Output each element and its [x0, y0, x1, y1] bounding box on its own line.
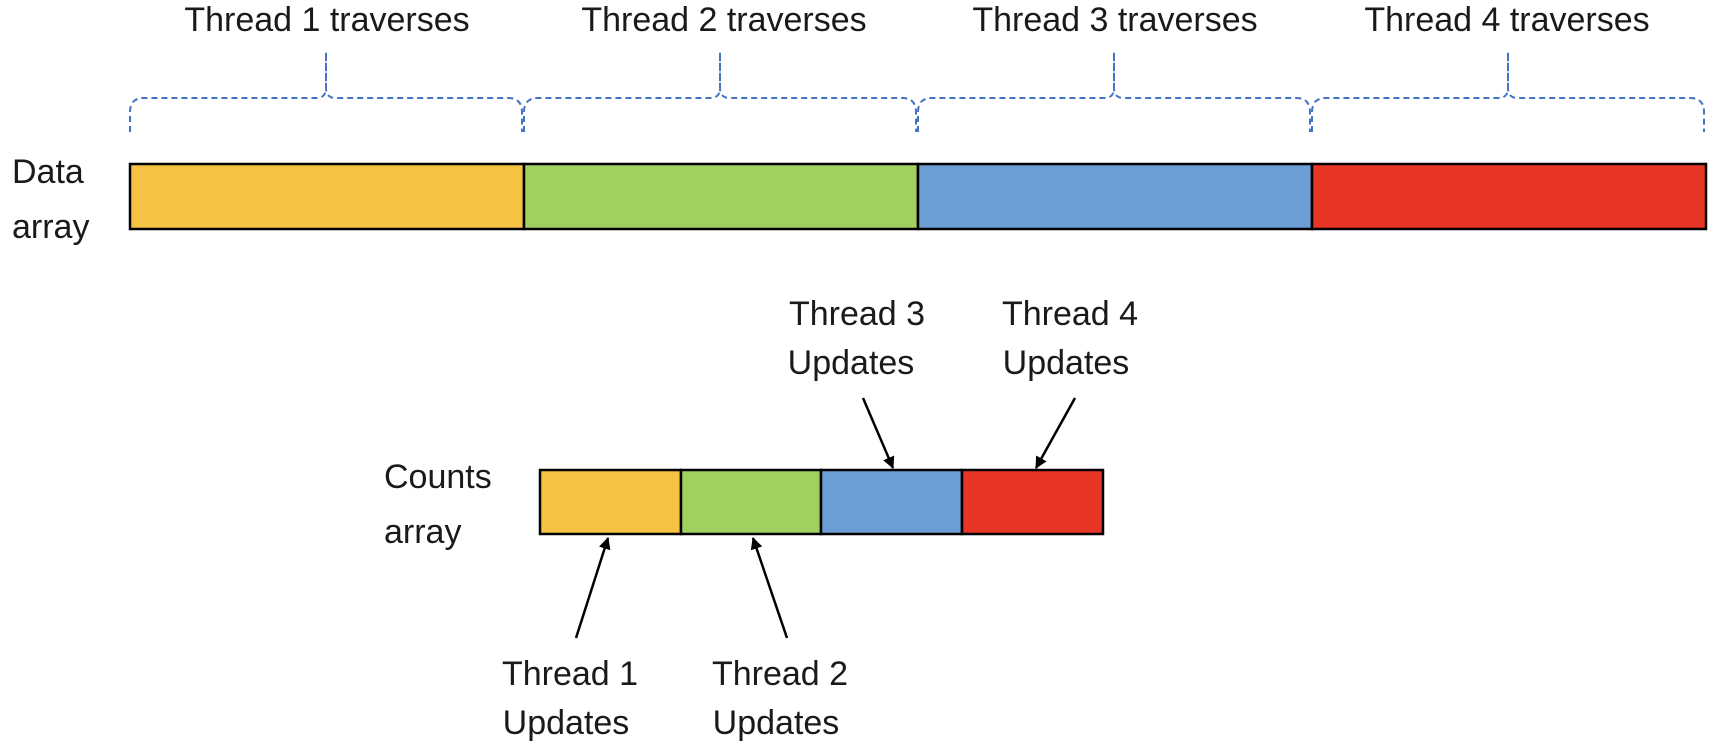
brace-thread-2: [523, 52, 917, 132]
data-array-label-line2: array: [12, 208, 89, 246]
traverse-label-thread-3: Thread 3 traverses: [972, 1, 1257, 39]
update-label-thread-3-line2: Updates: [788, 344, 915, 382]
arrow-thread-3-update: [861, 397, 895, 469]
arrow-thread-1-update: [574, 537, 611, 639]
traverse-label-thread-1: Thread 1 traverses: [184, 1, 469, 39]
brace-thread-1: [129, 52, 523, 132]
update-label-thread-3-line1: Thread 3: [789, 295, 925, 333]
update-label-thread-2-line1: Thread 2: [712, 655, 848, 693]
counts-array-segment-thread-4: [960, 468, 1105, 536]
update-label-thread-4-line1: Thread 4: [1002, 295, 1138, 333]
counts-array-label-line2: array: [384, 513, 461, 551]
counts-array-segment-thread-1: [538, 468, 683, 536]
update-label-thread-1-line1: Thread 1: [502, 655, 638, 693]
traverse-label-thread-2: Thread 2 traverses: [581, 1, 866, 39]
update-label-thread-1-line2: Updates: [503, 704, 630, 742]
counts-array-label-line1: Counts: [384, 458, 492, 496]
traverse-label-thread-4: Thread 4 traverses: [1364, 1, 1649, 39]
arrow-thread-2-update: [750, 537, 789, 639]
update-label-thread-4-line2: Updates: [1003, 344, 1130, 382]
data-array-label-line1: Data: [12, 153, 84, 191]
data-array-segment-thread-4: [1310, 162, 1708, 231]
brace-thread-3: [917, 52, 1311, 132]
counts-array-segment-thread-3: [819, 468, 964, 536]
data-array-segment-thread-3: [916, 162, 1314, 231]
data-array-segment-thread-1: [128, 162, 526, 231]
brace-thread-4: [1311, 52, 1705, 132]
arrow-thread-4-update: [1034, 397, 1077, 469]
update-label-thread-2-line2: Updates: [713, 704, 840, 742]
counts-array-segment-thread-2: [679, 468, 823, 536]
data-array-segment-thread-2: [522, 162, 920, 231]
